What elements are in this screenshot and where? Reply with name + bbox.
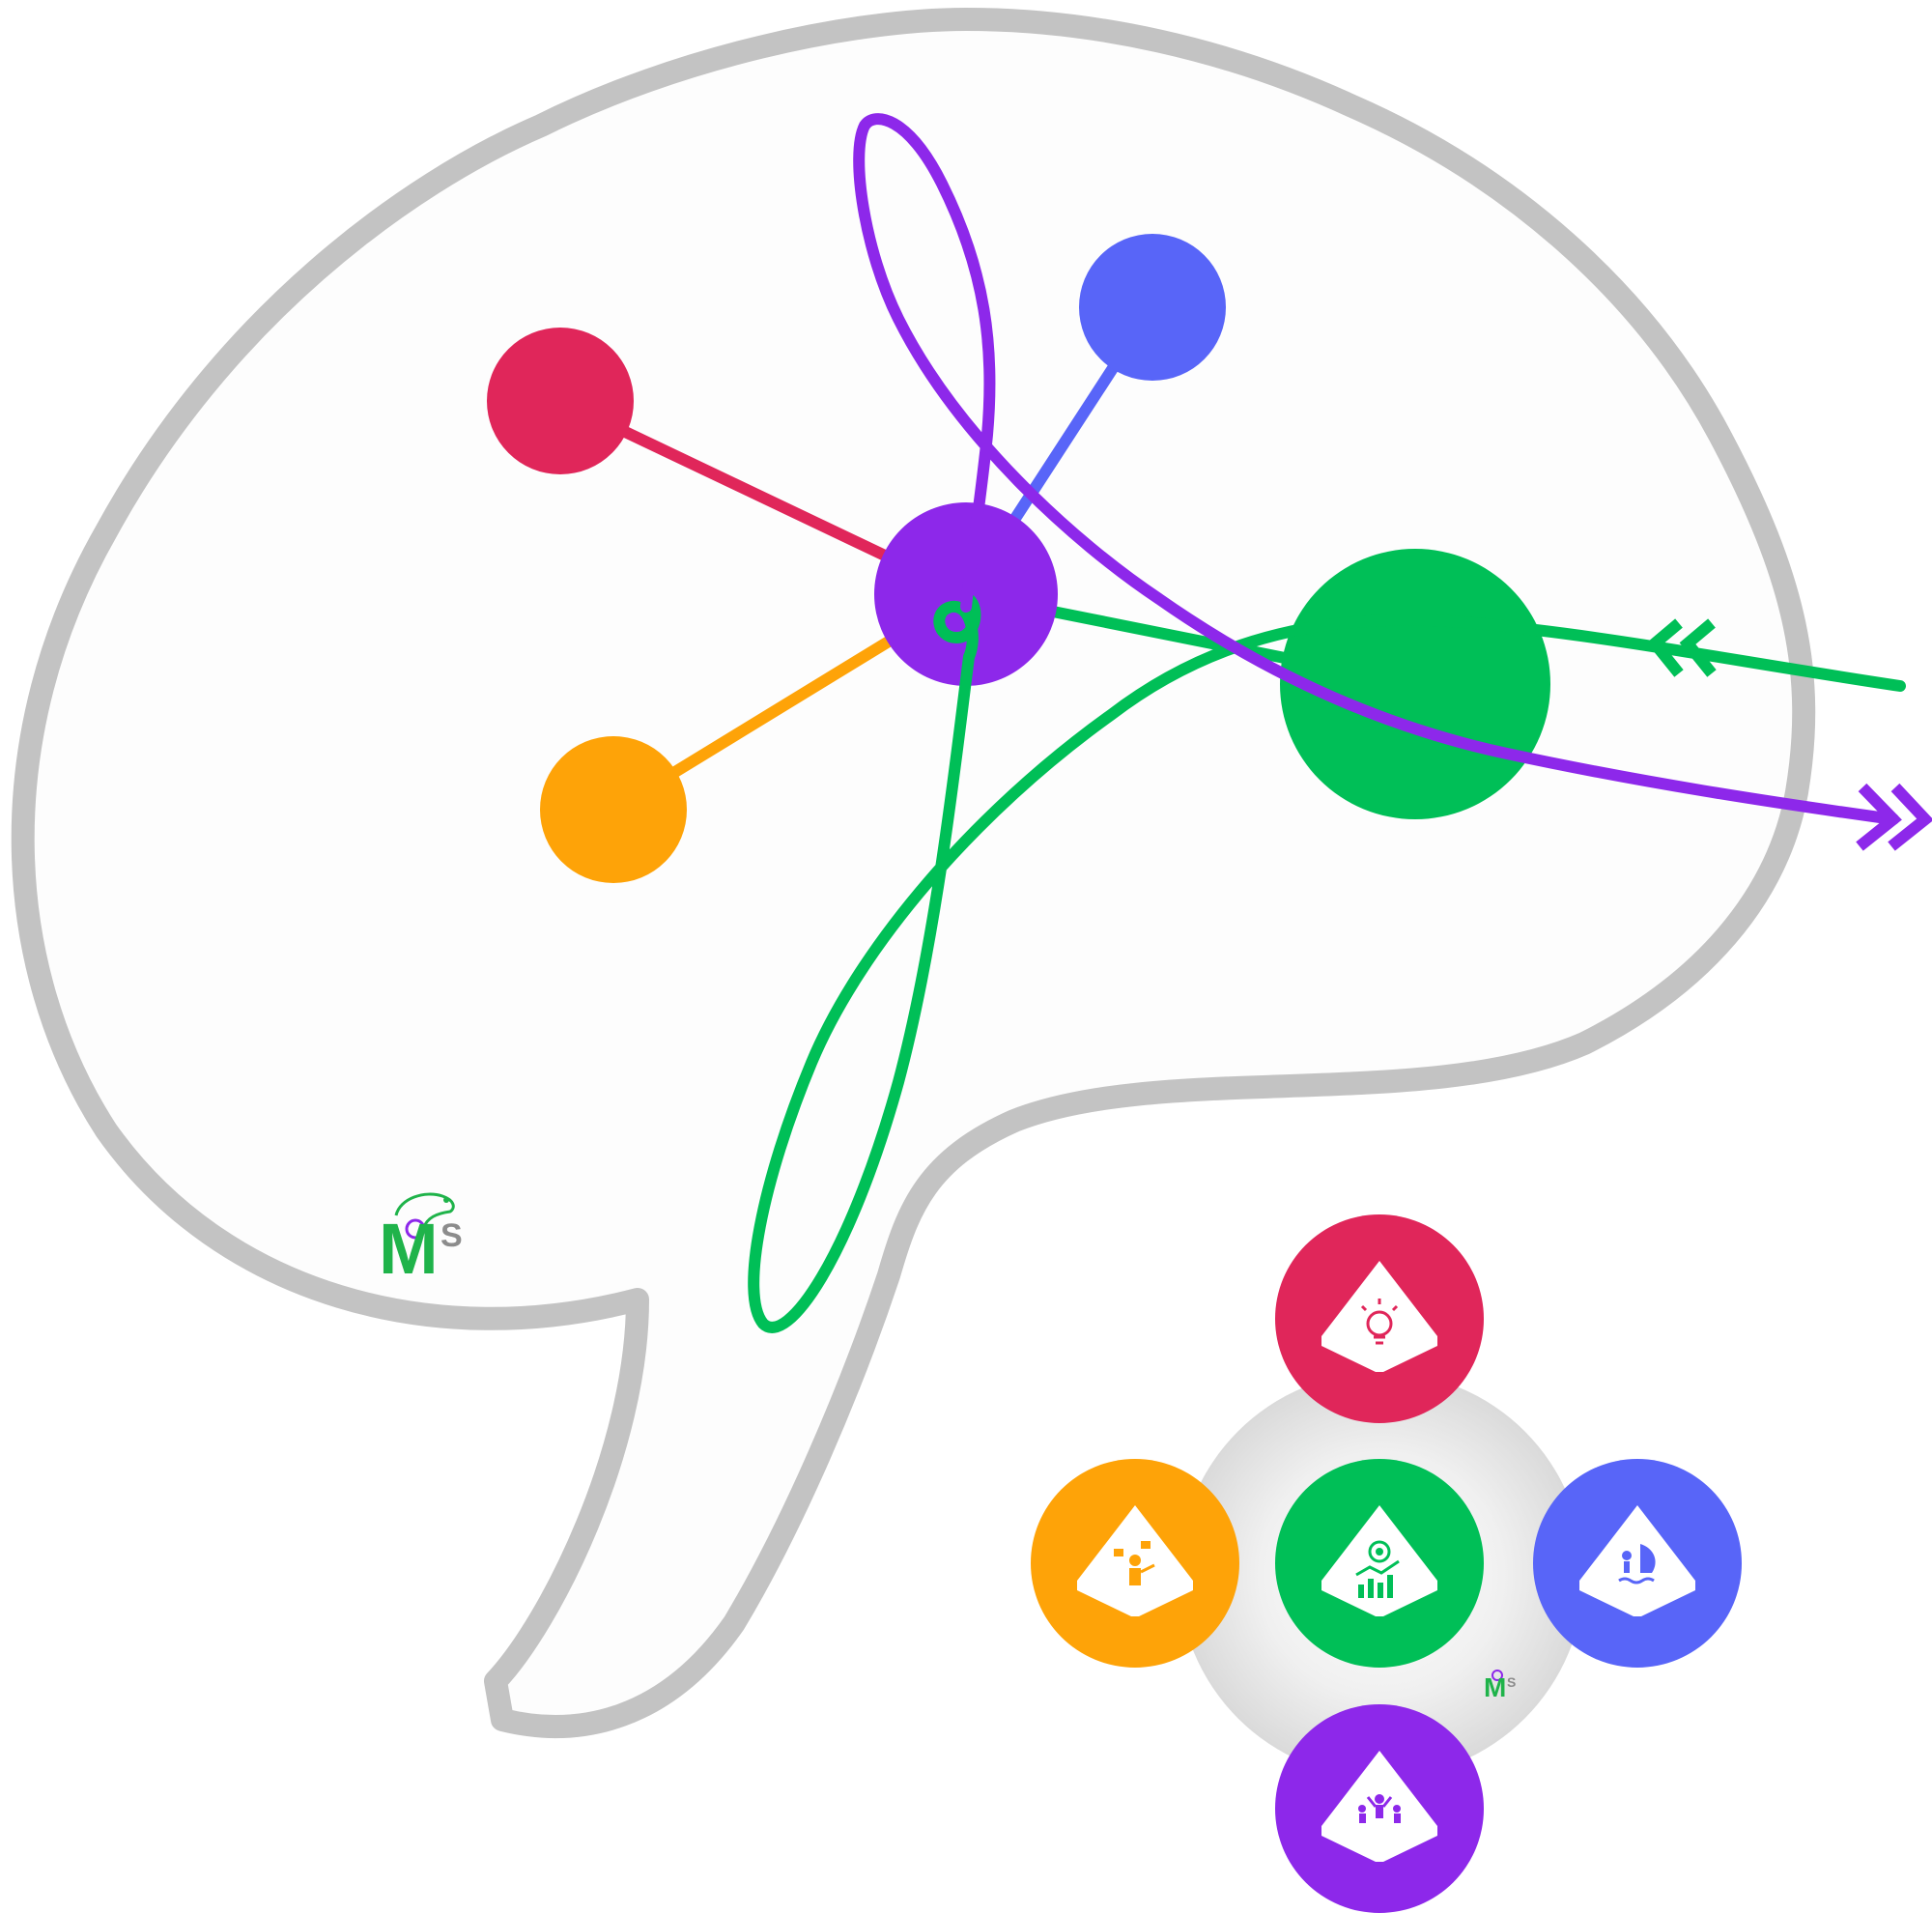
speech-bubble-outline: [11, 8, 1816, 1738]
purple-arrowhead-2: [1888, 783, 1932, 851]
icon-badge-orange: [1031, 1459, 1239, 1668]
windsurfer-icon: [1618, 1544, 1656, 1585]
icon-badge-blue: [1533, 1459, 1742, 1668]
logo-small-letter-m: M: [1484, 1672, 1506, 1702]
icon-badge-green: [1275, 1459, 1484, 1668]
logo-letter-s: S: [440, 1217, 463, 1254]
logo-letter-m: M: [379, 1209, 439, 1289]
green-loop-path: [748, 593, 1906, 1333]
icon-badge-red: [1275, 1214, 1484, 1423]
green-arrowhead-1: [1646, 618, 1684, 677]
target-growth-chart-icon: [1355, 1540, 1400, 1598]
chameleon-eye-icon: [443, 1197, 449, 1203]
purple-loop-path: [853, 113, 1899, 825]
spiral-icon: [405, 1218, 426, 1240]
presenter-ideas-icon: [1114, 1541, 1155, 1585]
lightbulb-hand-icon: [1360, 1299, 1399, 1345]
brand-logo: M S: [379, 1192, 463, 1289]
logo-small-letter-s: S: [1507, 1674, 1516, 1690]
team-celebration-icon: [1358, 1794, 1401, 1823]
brand-logo-small: M S: [1484, 1670, 1516, 1702]
node-blue: [1079, 234, 1226, 381]
node-green: [1280, 549, 1550, 819]
purple-arrowhead-1: [1856, 783, 1902, 851]
icon-badge-purple: [1275, 1704, 1484, 1913]
node-red: [487, 328, 634, 474]
chameleon-icon: [394, 1192, 455, 1230]
node-orange: [540, 736, 687, 883]
spiral-icon-small: [1492, 1670, 1503, 1681]
green-arrowhead-2: [1679, 618, 1717, 677]
